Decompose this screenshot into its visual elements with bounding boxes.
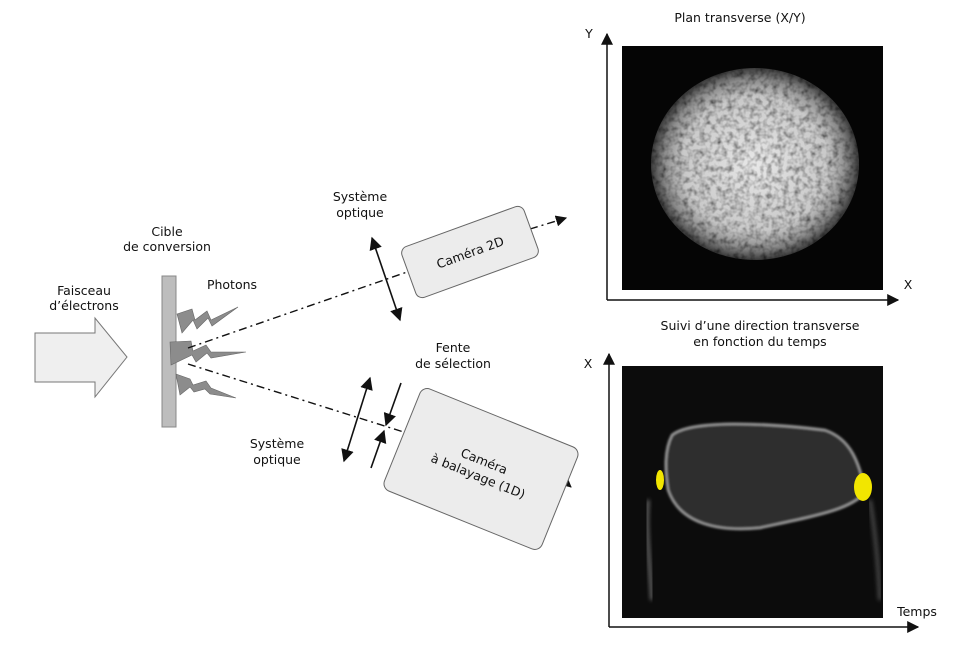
highlight-left [656, 470, 664, 490]
slit-label-line1: Fente [436, 340, 471, 355]
transverse-x-label: X [904, 277, 913, 292]
target-label-line1: Cible [151, 224, 183, 239]
lens-bottom-icon [341, 376, 373, 463]
streak-title-line1: Suivi d’une direction transverse [661, 318, 860, 333]
target-label-line2: de conversion [123, 239, 211, 254]
streak-title-line2: en fonction du temps [693, 334, 826, 349]
streak-image [622, 366, 883, 618]
lens-top-icon [369, 236, 403, 322]
streak-camera: Caméra à balayage (1D) [383, 388, 579, 550]
electron-beam-arrow [34, 316, 128, 399]
beam-spot [651, 68, 859, 260]
camera-2d: Caméra 2D [401, 205, 539, 299]
optical-paths [187, 215, 568, 435]
photon-bolts [169, 306, 247, 399]
slit-label-line2: de sélection [415, 356, 491, 371]
highlight-right [854, 473, 872, 501]
optics-bottom-line1: Système [250, 436, 305, 451]
selection-slit-icon [370, 382, 402, 469]
optics-top-line1: Système [333, 189, 388, 204]
beam-label-line1: Faisceau [57, 283, 111, 298]
streak-x-label: Temps [896, 604, 937, 619]
transverse-title: Plan transverse (X/Y) [674, 10, 805, 25]
streak-y-label: X [584, 356, 593, 371]
optics-bottom-line2: optique [253, 452, 301, 467]
transverse-y-label: Y [584, 26, 593, 41]
beam-label-line2: d’électrons [49, 298, 118, 313]
optics-top-line2: optique [336, 205, 384, 220]
photons-label: Photons [207, 277, 257, 292]
